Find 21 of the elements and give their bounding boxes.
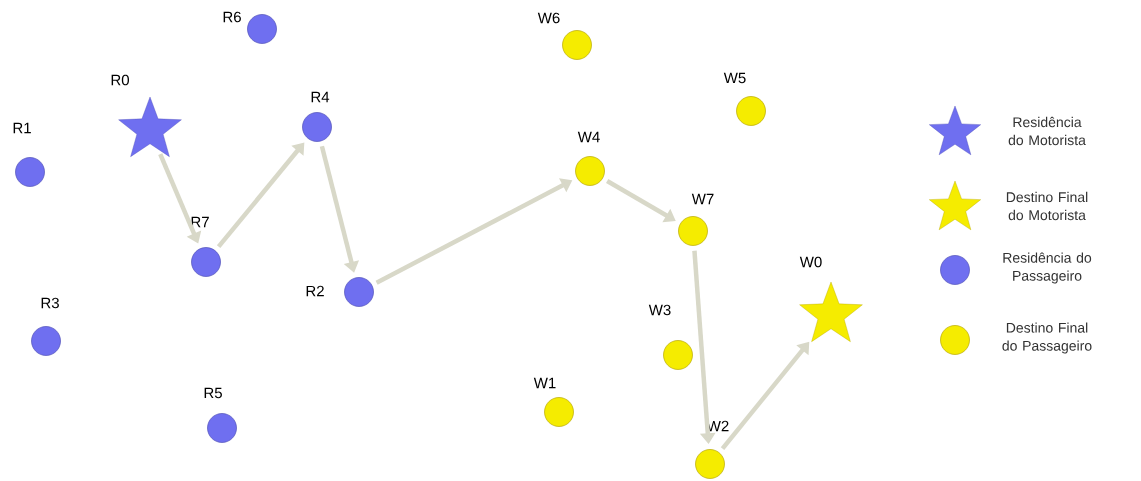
arrow [606,179,676,223]
node-label: W4 [577,131,600,143]
node-label: W1 [533,377,556,389]
legend-label: Residência do Motorista [1008,116,1086,146]
node-label: R4 [311,91,330,103]
legend-label: Destino Final do Passageiro [1002,322,1092,354]
arrow [216,142,305,249]
node-label: R0 [111,74,129,86]
node-label: R6 [223,11,241,23]
node-label: W3 [648,304,671,316]
node-label: R2 [306,285,324,297]
legend-label: Destino Final do Motorista [1006,191,1088,221]
node-label: R7 [191,216,209,228]
node-label: R1 [13,122,31,134]
node-label: R5 [204,387,222,399]
node-label: W7 [691,193,714,205]
node-label: R3 [41,297,59,309]
legend-label: Residência do Passageiro [1003,252,1092,284]
node-label: W5 [723,72,746,84]
node-label: W6 [537,12,560,24]
node-label: W0 [799,256,822,268]
